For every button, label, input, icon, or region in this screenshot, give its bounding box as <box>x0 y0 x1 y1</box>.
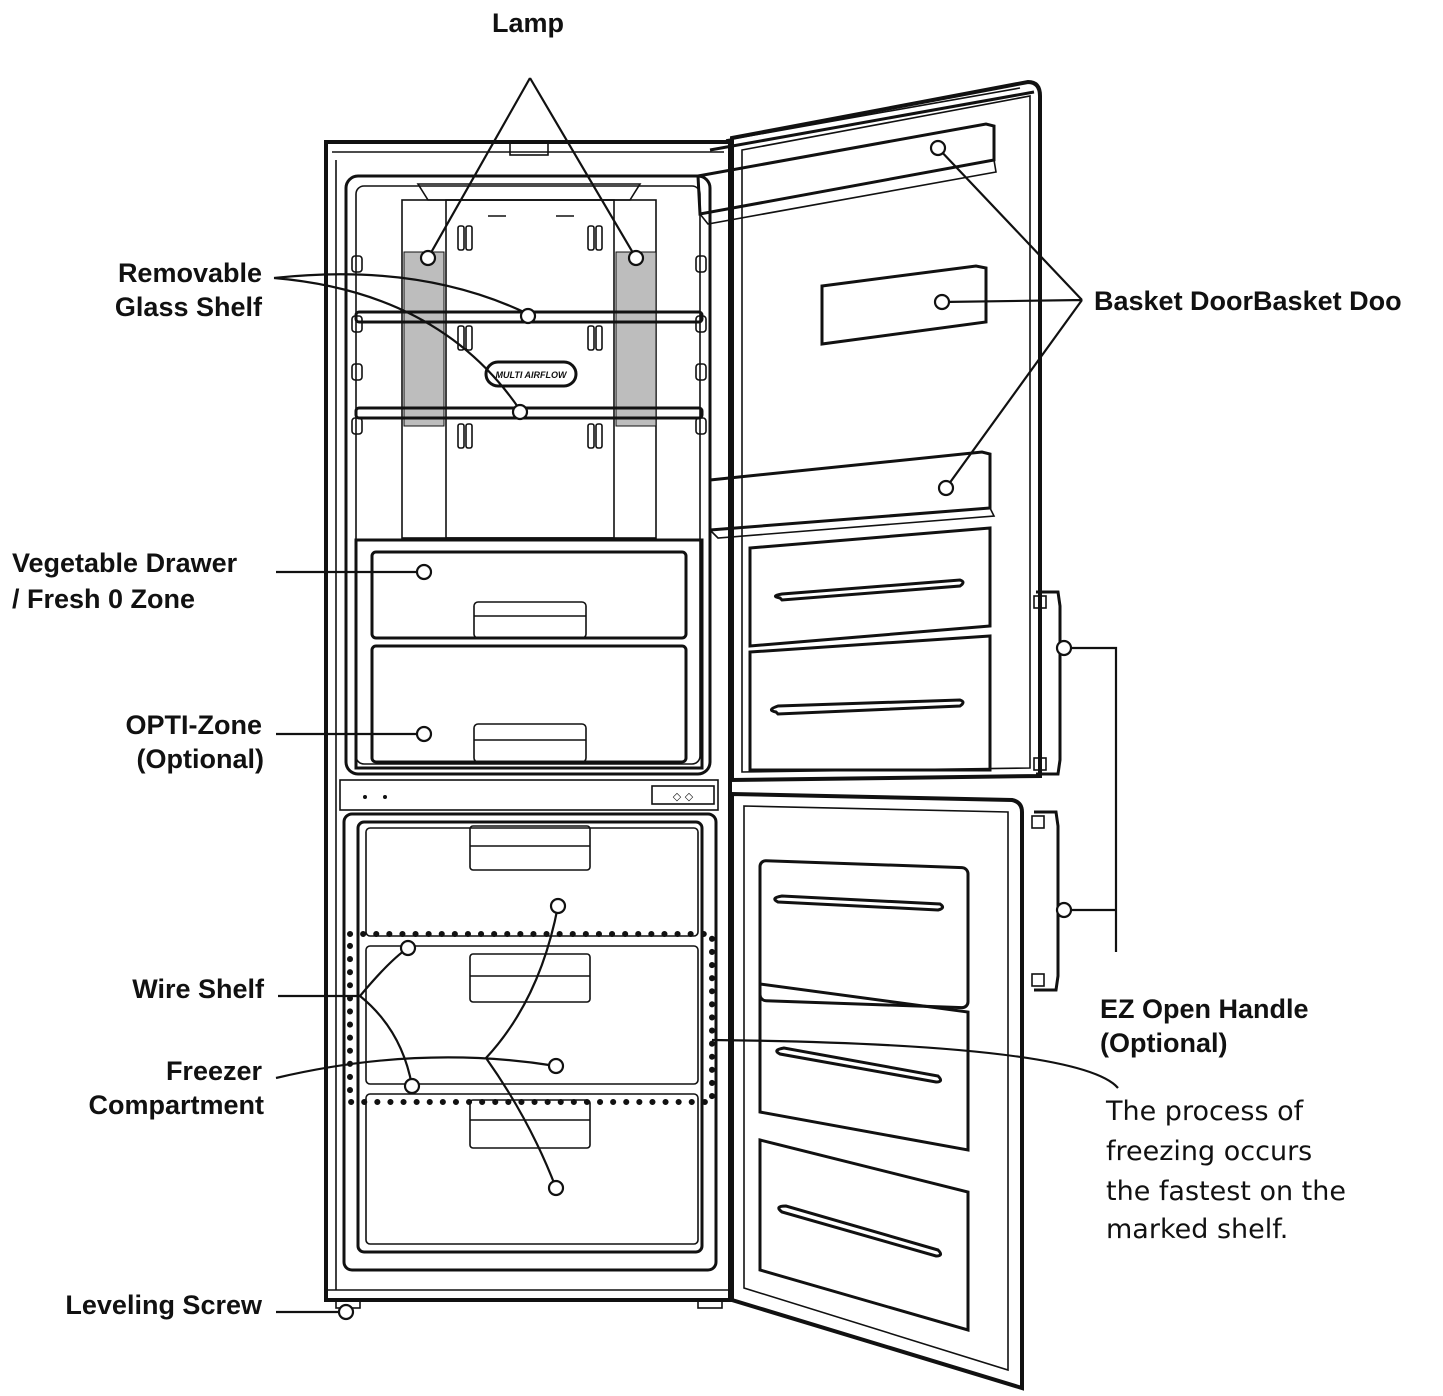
marked-shelf-note: The process of freezing occurs the faste… <box>1105 1096 1346 1245</box>
label-vegetable-drawer-1: Vegetable Drawer <box>12 548 238 578</box>
label-freezer-compartment-1: Freezer <box>166 1056 263 1086</box>
note-line-4: marked shelf. <box>1106 1214 1288 1245</box>
multi-airflow-text: MULTI AIRFLOW <box>496 370 568 380</box>
note-line-3: the fastest on the <box>1106 1176 1346 1207</box>
marked-shelf-dotted <box>347 931 715 1105</box>
fridge-door <box>696 79 1062 783</box>
label-removable-glass-shelf-1: Removable <box>118 258 262 288</box>
note-line-1: The process of <box>1105 1096 1305 1127</box>
note-line-2: freezing occurs <box>1106 1136 1312 1167</box>
label-wire-shelf: Wire Shelf <box>132 974 265 1004</box>
label-freezer-compartment-2: Compartment <box>88 1090 264 1120</box>
freezer-door <box>730 791 1060 1391</box>
label-lamp: Lamp <box>492 8 564 38</box>
label-basket-door: Basket DoorBasket Doo <box>1094 286 1402 316</box>
fridge-cabinet: MULTI AIRFLOW ◇ ◇ <box>324 140 732 1309</box>
label-leveling-screw: Leveling Screw <box>65 1290 263 1320</box>
label-vegetable-drawer-2: / Fresh 0 Zone <box>12 584 195 614</box>
label-ez-open-handle-2: (Optional) <box>1100 1028 1227 1058</box>
label-ez-open-handle-1: EZ Open Handle <box>1100 994 1309 1024</box>
svg-text:◇ ◇: ◇ ◇ <box>673 790 694 803</box>
leader-lines <box>273 77 1119 1314</box>
label-opti-zone-2: (Optional) <box>137 744 264 774</box>
label-opti-zone-1: OPTI-Zone <box>126 710 263 740</box>
callout-dots <box>337 139 1073 1321</box>
label-removable-glass-shelf-2: Glass Shelf <box>115 292 263 322</box>
